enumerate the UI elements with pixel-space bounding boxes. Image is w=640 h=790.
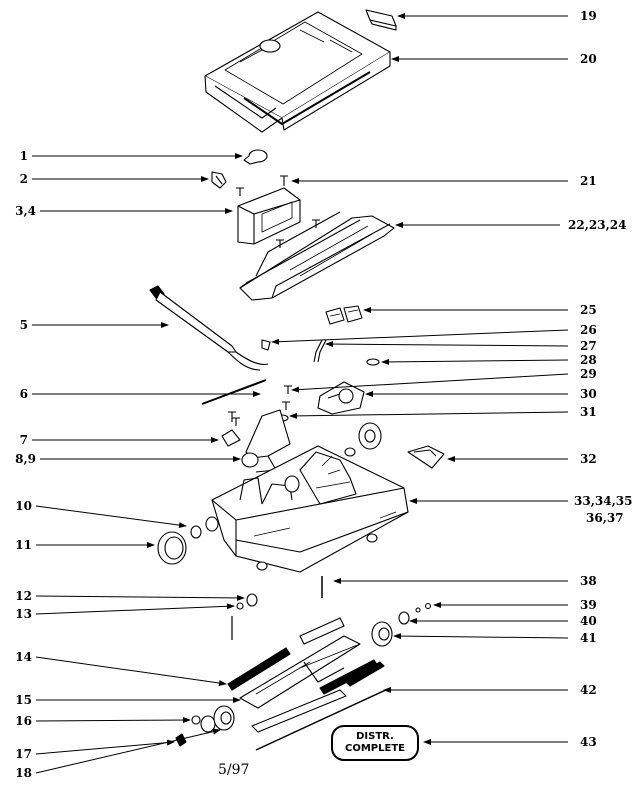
callout-38: 38: [580, 574, 597, 588]
part-42-strip: [345, 661, 385, 687]
callout-43: 43: [580, 735, 597, 749]
callout-29: 29: [580, 367, 597, 381]
callout-25: 25: [580, 303, 597, 317]
callout-15: 15: [15, 693, 32, 707]
part-32-belt: [407, 445, 445, 469]
callout-8-9: 8,9: [15, 452, 36, 466]
part-8-9-neck: [241, 409, 291, 473]
part-22-24-bumper: [239, 211, 395, 301]
callout-39: 39: [580, 598, 597, 612]
part-brush-cover: [299, 617, 345, 645]
callout-17: 17: [15, 747, 32, 761]
part-20-hood-cover: [204, 11, 391, 133]
callout-28: 28: [580, 353, 597, 367]
part-17-screw: [175, 733, 187, 747]
part-28-plug: [366, 358, 380, 366]
distr-complete-box: [331, 725, 419, 761]
callout-27: 27: [580, 339, 597, 353]
callout-11: 11: [15, 538, 32, 552]
callout-2: 2: [19, 172, 28, 186]
part-25-pads: [325, 305, 363, 325]
left-leader-lines: [32, 153, 261, 774]
callout-26: 26: [580, 323, 597, 337]
part-16-washer: [200, 715, 216, 733]
callout-21: 21: [580, 174, 597, 188]
part-12-washer: [246, 593, 258, 607]
callout-1: 1: [19, 149, 28, 163]
callout-32: 32: [580, 452, 597, 466]
part-6-rod: [201, 379, 267, 405]
right-leader-lines: [271, 13, 569, 745]
callout-14: 14: [15, 650, 32, 664]
callout-6: 6: [19, 387, 28, 401]
callout-7: 7: [19, 433, 28, 447]
part-33-37-base: [205, 445, 409, 573]
part-41-endcap: [371, 621, 393, 647]
callout-3-4: 3,4: [15, 204, 36, 218]
part-30-switch: [317, 381, 365, 415]
callout-12: 12: [15, 589, 32, 603]
callout-36-37: 36,37: [586, 511, 624, 525]
part-43-shaft: [255, 687, 391, 751]
part-19-clip: [365, 9, 397, 27]
callout-33-35: 33,34,35: [574, 494, 633, 508]
date-code: 5/97: [218, 762, 250, 778]
callout-20: 20: [580, 52, 597, 66]
callout-19: 19: [580, 9, 597, 23]
part-15-brushroll: [239, 635, 379, 709]
callout-5: 5: [19, 318, 28, 332]
callout-41: 41: [580, 631, 597, 645]
part-13-bearing: [236, 602, 244, 610]
part-7-clip: [221, 429, 241, 447]
stamp-line-2: COMPLETE: [345, 743, 405, 754]
callout-18: 18: [15, 766, 32, 780]
callout-30: 30: [580, 387, 597, 401]
part-27-hose: [313, 339, 327, 363]
callout-10: 10: [15, 499, 32, 513]
distr-complete-stamp: DISTR. COMPLETE: [332, 731, 418, 755]
part-11-wheel: [157, 531, 187, 565]
part-18-endcap: [213, 705, 235, 731]
callout-13: 13: [15, 607, 32, 621]
part-39-ball: [424, 602, 432, 610]
stamp-line-1: DISTR.: [356, 731, 394, 742]
callout-31: 31: [580, 405, 597, 419]
part-14-brush-strip: [227, 647, 291, 691]
part-40-washer: [398, 611, 410, 625]
part-10-washer: [190, 525, 202, 539]
part-5-cord-assembly: [149, 285, 269, 371]
callout-22-24: 22,23,24: [568, 218, 627, 232]
callout-42: 42: [580, 683, 597, 697]
part-26-spring: [261, 339, 271, 351]
part-32-pulley: [358, 422, 382, 450]
callout-16: 16: [15, 714, 32, 728]
part-1-bulb: [243, 149, 268, 165]
callout-40: 40: [580, 614, 597, 628]
part-3-4-light-housing: [237, 187, 301, 245]
